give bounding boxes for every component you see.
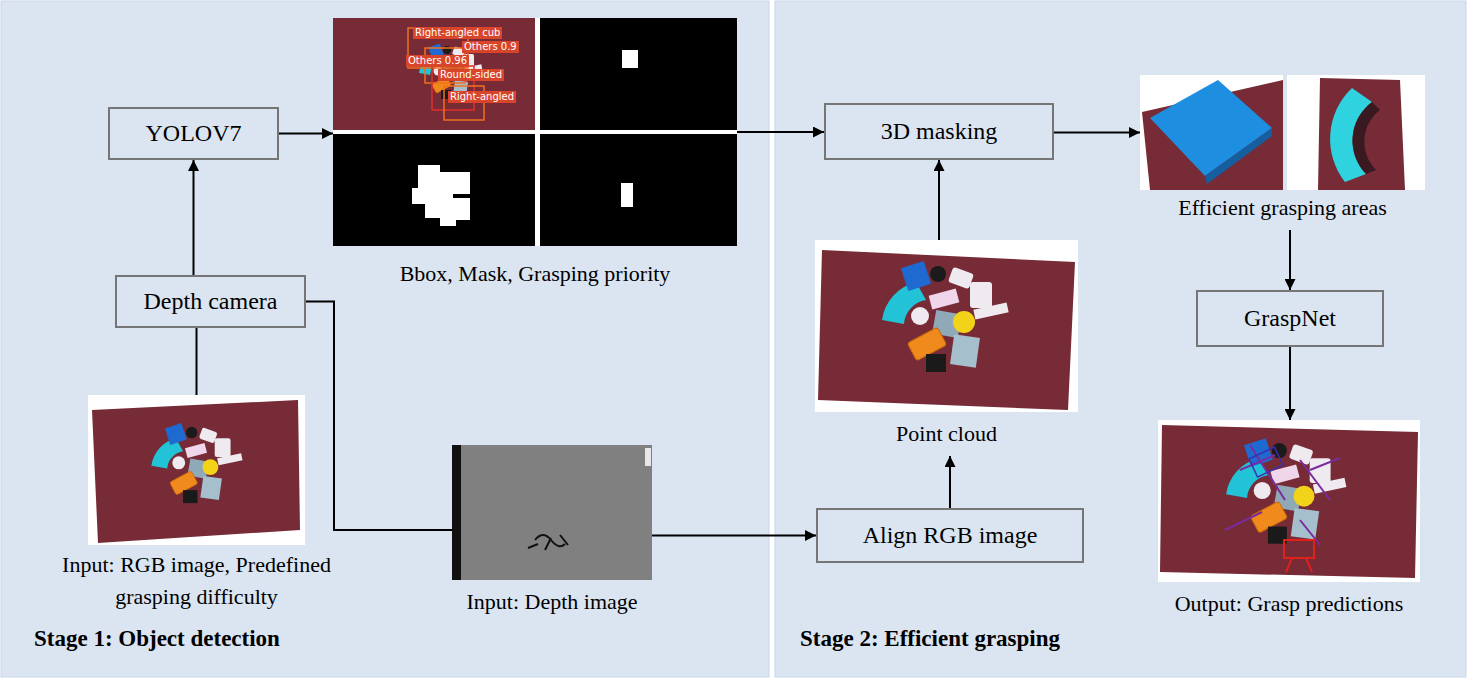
detection-tag: Right-angled cub — [413, 27, 502, 39]
flow-arrow — [196, 328, 198, 395]
image-panel: Point cloud — [815, 240, 1078, 412]
image-caption: Output: Grasp predictions — [1175, 588, 1404, 620]
stage-title: Stage 2: Efficient grasping — [800, 626, 1060, 652]
stage-panel — [775, 1, 1466, 677]
point-cloud-image — [815, 240, 1078, 412]
detection-tag: Others 0.96 — [406, 55, 469, 67]
box-label: Depth camera — [144, 288, 278, 315]
image-panel: Output: Grasp predictions — [1158, 420, 1420, 582]
rgb-photo — [88, 395, 305, 545]
flow-arrow — [652, 535, 816, 537]
image-caption: Input: RGB image, Predefined grasping di… — [47, 549, 347, 613]
box-label: GraspNet — [1244, 305, 1336, 332]
flow-arrow — [1289, 347, 1291, 420]
process-box: GraspNet — [1196, 290, 1384, 347]
detection-tag: Others 0.9 — [462, 41, 519, 53]
process-box: Depth camera — [115, 275, 306, 328]
flow-arrow — [1289, 230, 1291, 290]
box-label: Align RGB image — [863, 522, 1038, 549]
box-label: YOLOV7 — [146, 120, 242, 147]
stage-title: Stage 1: Object detection — [34, 626, 280, 652]
detection-tag: Round-sided — [438, 69, 504, 81]
process-box: 3D masking — [824, 103, 1054, 160]
flow-arrow — [193, 160, 195, 275]
image-panel: Bbox, Mask, Grasping priority — [333, 18, 737, 246]
image-caption: Efficient grasping areas — [1178, 192, 1387, 224]
image-panel: Input: RGB image, Predefined grasping di… — [88, 395, 305, 545]
detection-panels — [333, 18, 737, 246]
image-panel: Input: Depth image — [452, 445, 652, 580]
grasp-output-image — [1158, 420, 1420, 582]
flow-arrow — [306, 302, 452, 531]
process-box: Align RGB image — [816, 508, 1084, 563]
grasping-area-images — [1140, 75, 1425, 190]
process-box: YOLOV7 — [108, 107, 279, 160]
box-label: 3D masking — [881, 118, 998, 145]
image-panel: Efficient grasping areas — [1140, 75, 1425, 190]
image-caption: Point cloud — [896, 418, 997, 450]
flow-arrow — [737, 131, 824, 133]
flow-arrow — [279, 133, 333, 135]
flow-arrow — [949, 456, 951, 508]
detection-tag: Right-angled — [448, 91, 516, 103]
image-caption: Bbox, Mask, Grasping priority — [400, 258, 671, 290]
depth-image — [452, 445, 652, 580]
image-caption: Input: Depth image — [466, 586, 637, 618]
stage-panel — [1, 1, 769, 677]
flow-arrow — [1054, 132, 1140, 134]
flow-arrow — [938, 160, 940, 240]
